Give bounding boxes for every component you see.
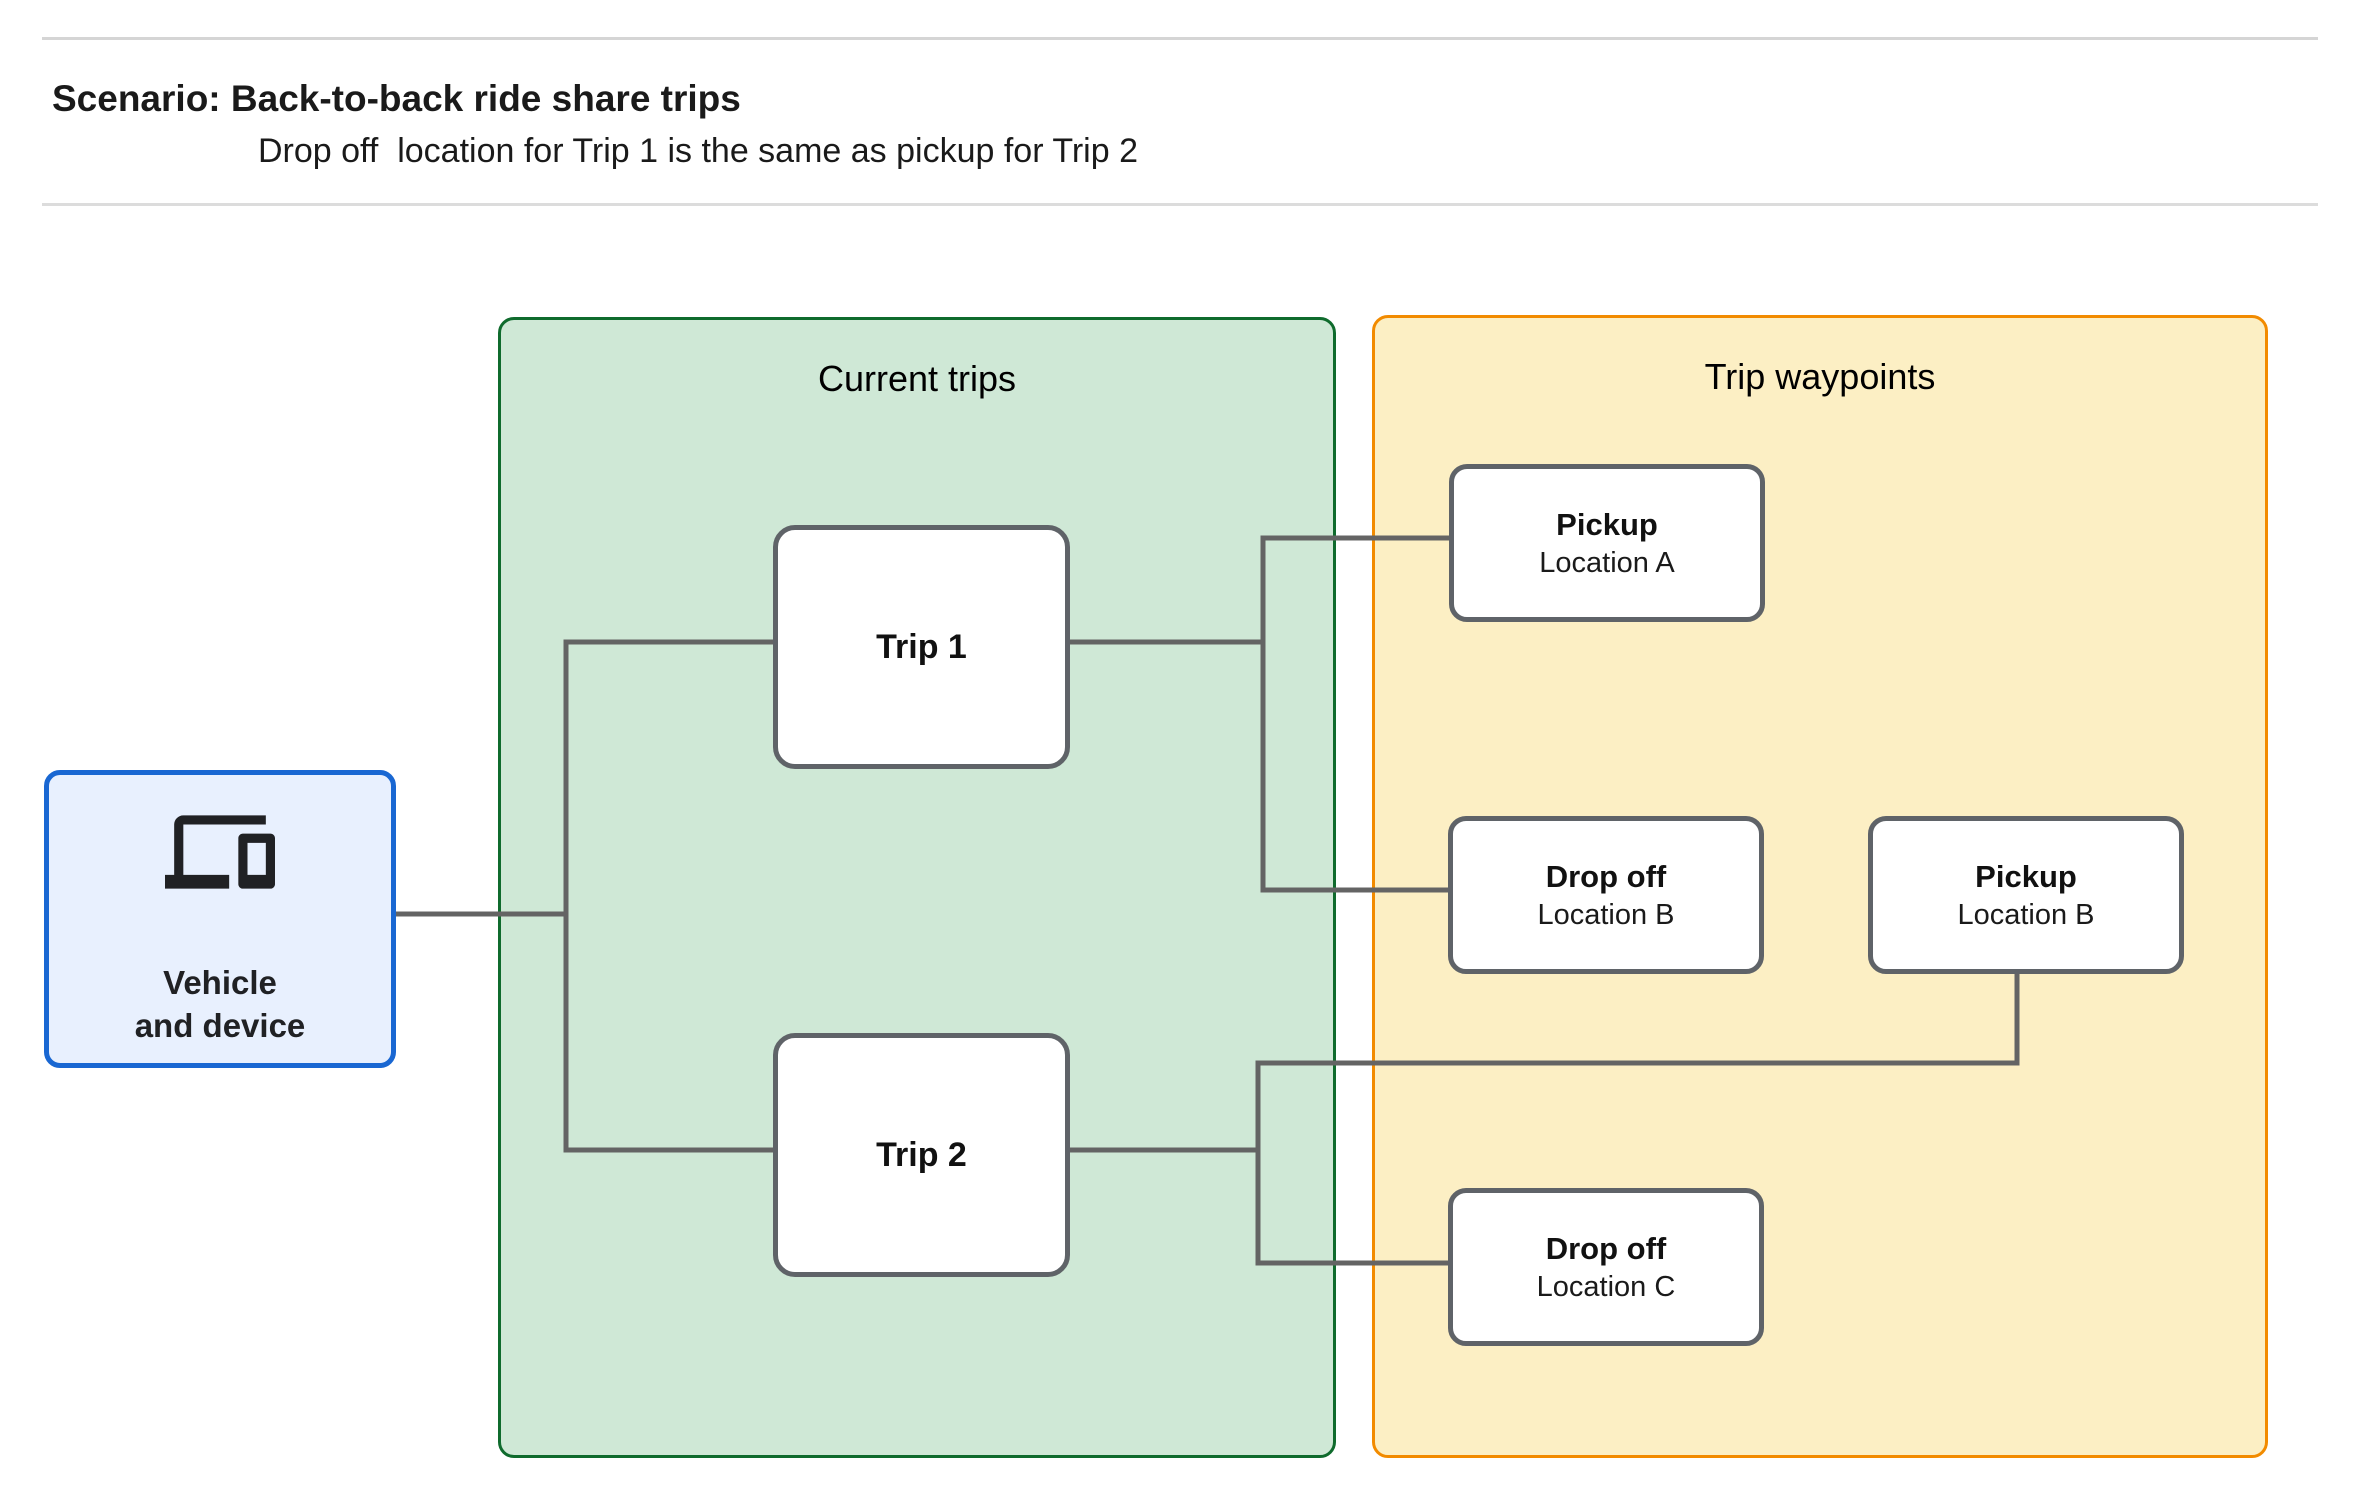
waypoint-subtitle: Location B: [1957, 899, 2095, 931]
vehicle-label-line1: Vehicle: [163, 964, 277, 1001]
waypoint-pickup-location-a: Pickup Location A: [1449, 464, 1765, 622]
waypoint-subtitle: Location B: [1537, 899, 1675, 931]
trip-waypoints-title: Trip waypoints: [1704, 356, 1936, 397]
waypoint-subtitle: Location A: [1539, 547, 1675, 579]
current-trips-title: Current trips: [817, 358, 1017, 399]
waypoint-pickup-location-b: Pickup Location B: [1868, 816, 2184, 974]
waypoint-title: Drop off: [1545, 1231, 1667, 1266]
waypoint-title: Pickup: [1556, 507, 1658, 542]
devices-icon: [165, 815, 275, 889]
waypoint-title: Pickup: [1975, 859, 2077, 894]
trip-2-node: Trip 2: [773, 1033, 1070, 1277]
trip-1-node: Trip 1: [773, 525, 1070, 769]
trip-2-label: Trip 2: [876, 1135, 967, 1174]
page-title: Scenario: Back-to-back ride share trips: [52, 78, 741, 119]
top-divider: [42, 37, 2318, 40]
vehicle-and-device-node: Vehicle and device: [44, 770, 396, 1068]
waypoint-dropoff-location-c: Drop off Location C: [1448, 1188, 1764, 1346]
trip-1-label: Trip 1: [876, 627, 967, 666]
waypoint-dropoff-location-b: Drop off Location B: [1448, 816, 1764, 974]
waypoint-title: Drop off: [1545, 859, 1667, 894]
page-subtitle: Drop off location for Trip 1 is the same…: [258, 132, 1138, 170]
waypoint-subtitle: Location C: [1536, 1271, 1676, 1303]
header-divider: [42, 203, 2318, 206]
vehicle-label-line2: and device: [134, 1007, 306, 1044]
vehicle-label: Vehicle and device: [49, 961, 391, 1047]
